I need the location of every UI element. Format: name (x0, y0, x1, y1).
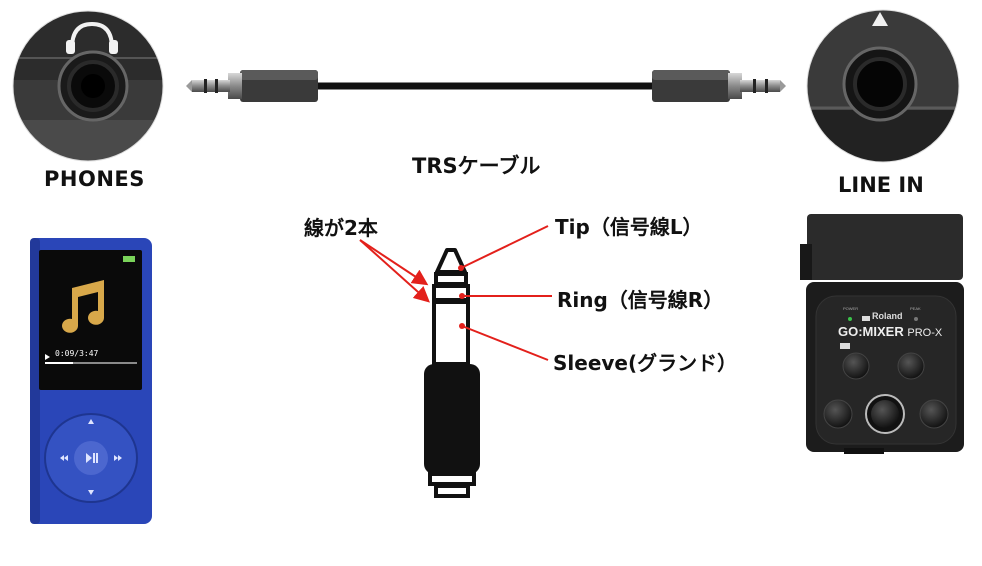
headphones-icon (66, 21, 118, 54)
sleeve-label: Sleeve(グランド） (553, 351, 738, 375)
ring-label: Ring（信号線R） (557, 288, 724, 312)
mixer-peak-label: PEAK (910, 306, 921, 311)
music-player-device (30, 238, 152, 524)
phones-label: PHONES (44, 167, 145, 191)
tip-label: Tip（信号線L） (555, 215, 703, 239)
trs-plug-outline (424, 248, 480, 498)
two-wires-label: 線が2本 (304, 216, 378, 240)
mixer-device (800, 214, 964, 454)
play-pause-icon (86, 453, 98, 463)
trs-cable (186, 70, 786, 102)
line-in-label: LINE IN (838, 173, 924, 197)
trs-cable-label: TRSケーブル (412, 154, 541, 178)
player-time-readout: 0:09/3:47 (55, 349, 99, 358)
mixer-power-label: POWER (843, 306, 859, 311)
mixer-model-suffix: PRO-X (907, 327, 943, 339)
annotation-arrows (359, 225, 552, 361)
line-in-jack-closeup (806, 9, 960, 163)
music-note-icon (62, 280, 104, 333)
phones-jack-closeup (12, 10, 164, 162)
up-arrow-icon (872, 12, 888, 26)
mixer-model-name: GO:MIXER (838, 324, 904, 339)
mixer-model: GO:MIXER PRO-X (838, 324, 942, 339)
mixer-brand: Roland (872, 311, 903, 321)
